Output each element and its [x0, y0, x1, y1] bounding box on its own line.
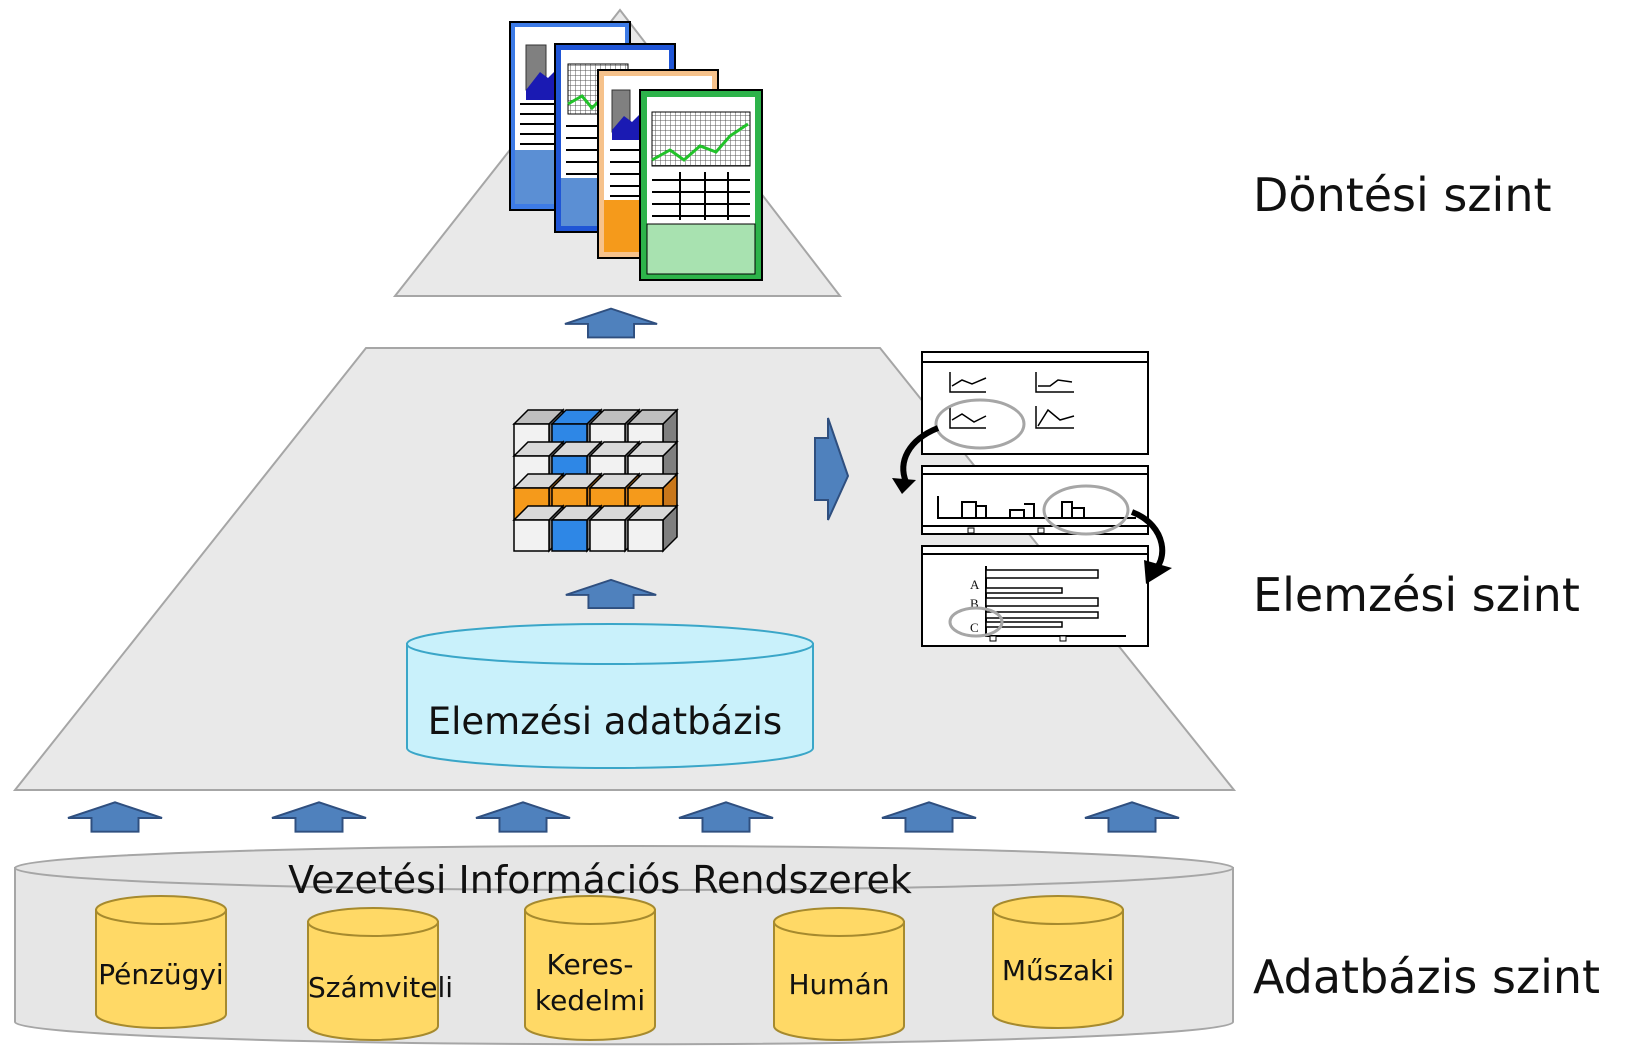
source-db-cylinder — [95, 909, 227, 1029]
up-arrow-icon — [563, 307, 659, 339]
source-db-cylinder-top — [95, 895, 227, 925]
analysis-level-pyramid — [12, 347, 1237, 791]
source-db-cylinder — [773, 921, 905, 1041]
decision-level-label: Döntési szint — [1253, 168, 1552, 222]
up-arrow-icon — [66, 801, 164, 833]
ranking-label: C — [970, 620, 979, 635]
up-arrow-icon — [270, 801, 368, 833]
cube-cell — [589, 519, 626, 552]
database-level-label: Adatbázis szint — [1253, 950, 1601, 1004]
analysis-database-label: Elemzési adatbázis — [427, 700, 783, 743]
source-db-label: Számviteli — [308, 971, 454, 1004]
trend-panel — [921, 351, 1149, 455]
source-db-cylinder-top — [992, 895, 1124, 925]
up-arrow-icon — [677, 801, 775, 833]
analysis-level-label: Elemzési szint — [1253, 568, 1580, 622]
up-arrow-icon — [880, 801, 978, 833]
source-databases — [95, 895, 1124, 1041]
drilldown-arrowhead-icon — [1144, 560, 1172, 584]
report-page — [639, 89, 763, 281]
source-db-label: Műszaki — [1001, 954, 1115, 987]
ranking-label: B — [970, 596, 979, 611]
up-arrow-icon — [474, 801, 572, 833]
source-db-cylinder — [307, 921, 439, 1041]
source-db-cylinder-top — [307, 907, 439, 937]
up-arrow-icon — [1083, 801, 1181, 833]
ranking-label: A — [970, 577, 980, 592]
source-db-cylinder — [992, 909, 1124, 1029]
bar-panel — [921, 465, 1149, 536]
olap-cube-icon — [512, 408, 679, 553]
right-arrow-icon — [814, 417, 850, 521]
report-stack — [509, 21, 763, 281]
cube-cell — [513, 519, 550, 552]
drilldown-dashboard: A B C — [892, 351, 1172, 647]
data-flow-arrows — [66, 801, 1181, 833]
source-db-label: Pénzügyi — [98, 958, 224, 991]
source-db-cylinder-top — [773, 907, 905, 937]
source-db-cylinder — [524, 909, 656, 1041]
cube-cell — [627, 519, 664, 552]
drilldown-arrow-icon — [900, 425, 940, 484]
mis-label: Vezetési Információs Rendszerek — [288, 858, 912, 902]
source-db-label: Humán — [788, 968, 890, 1001]
analysis-database-cylinder — [406, 623, 814, 769]
drilldown-arrowhead-icon — [892, 478, 916, 494]
cube-cell — [551, 519, 588, 552]
ranking-panel: A B C — [921, 545, 1149, 647]
source-db-label: Keres- kedelmi — [534, 948, 646, 1017]
source-db-cylinder-top — [524, 895, 656, 925]
